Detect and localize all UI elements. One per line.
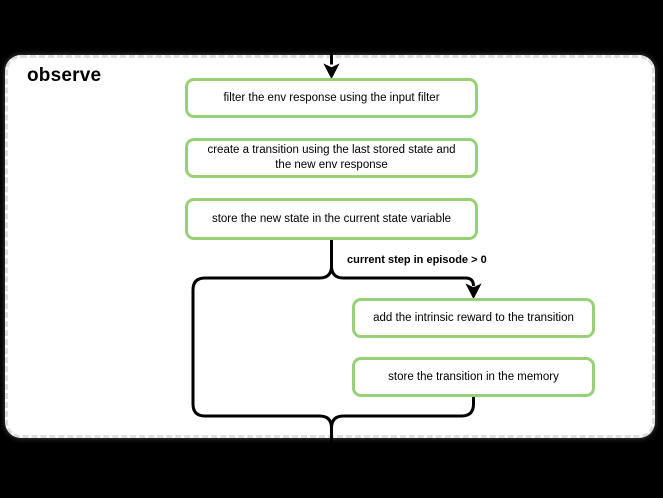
group-title-observe: observe [27, 65, 102, 86]
node-store-transition-memory: store the transition in the memory [352, 357, 595, 397]
node-add-intrinsic-reward: add the intrinsic reward to the transiti… [352, 298, 595, 338]
else-branch-edge [191, 240, 333, 456]
node-store-new-state: store the new state in the current state… [185, 198, 478, 240]
merge-edge [330, 397, 475, 429]
node-filter-env-response: filter the env response using the input … [185, 78, 478, 118]
condition-arrowhead-icon [465, 283, 482, 300]
condition-branch-label: current step in episode > 0 [347, 254, 487, 266]
condition-branch-edge [330, 240, 475, 287]
entry-arrowhead-icon [323, 63, 340, 80]
node-create-transition: create a transition using the last store… [185, 138, 478, 178]
